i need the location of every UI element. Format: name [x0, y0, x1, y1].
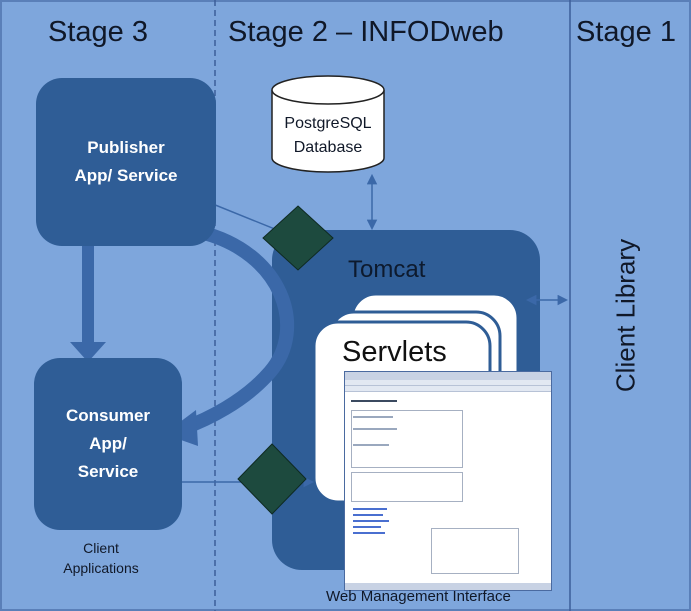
consumer-label-line3: Service — [77, 462, 139, 481]
screenshot-subtable — [351, 472, 463, 502]
tomcat-label: Tomcat — [348, 256, 426, 283]
stage-3-title: Stage 3 — [48, 16, 148, 48]
servlets-label: Servlets — [342, 336, 447, 368]
screenshot-heading — [351, 400, 397, 402]
database-cylinder-top — [271, 75, 385, 105]
database-label-line1: PostgreSQL — [284, 115, 372, 132]
client-applications-label: Client Applications — [30, 538, 172, 578]
screenshot-form-table — [351, 410, 463, 468]
database-label-line2: Database — [293, 139, 363, 156]
consumer-label-line2: App/ — [89, 434, 127, 453]
screenshot-link[interactable] — [353, 514, 383, 516]
screenshot-toolbar — [345, 380, 551, 386]
publisher-label-line1: Publisher — [87, 138, 165, 157]
vertical-flow-shaft — [82, 244, 94, 344]
web-management-screenshot — [344, 371, 552, 591]
screenshot-textarea[interactable] — [431, 528, 519, 574]
screenshot-form-line — [353, 416, 393, 418]
web-management-interface-label: Web Management Interface — [326, 588, 511, 605]
stage-1-title: Stage 1 — [576, 16, 676, 48]
screenshot-addressbar — [345, 386, 551, 392]
screenshot-form-line — [353, 428, 397, 430]
database-label: PostgreSQL Database — [276, 112, 380, 160]
publisher-app-box: Publisher App/ Service — [36, 78, 216, 246]
vertical-flow-arrowhead — [70, 342, 106, 362]
stage-2-title: Stage 2 – INFODweb — [228, 16, 504, 48]
consumer-label-line1: Consumer — [65, 406, 151, 425]
screenshot-link[interactable] — [353, 520, 389, 522]
publisher-label-line2: App/ Service — [74, 166, 178, 185]
consumer-app-box: Consumer App/ Service — [34, 358, 182, 530]
client-applications-line1: Client — [83, 540, 119, 556]
client-library-label: Client Library — [610, 238, 641, 393]
screenshot-link[interactable] — [353, 526, 381, 528]
consumer-diamond — [237, 443, 307, 515]
screenshot-form-line — [353, 444, 389, 446]
screenshot-statusbar — [345, 583, 551, 590]
screenshot-link[interactable] — [353, 532, 385, 534]
screenshot-link[interactable] — [353, 508, 387, 510]
database-cylinder-body — [271, 90, 385, 173]
screenshot-titlebar — [345, 372, 551, 380]
publisher-diamond — [262, 205, 334, 271]
curved-flow-arrow — [181, 225, 294, 435]
client-applications-line2: Applications — [63, 560, 139, 576]
